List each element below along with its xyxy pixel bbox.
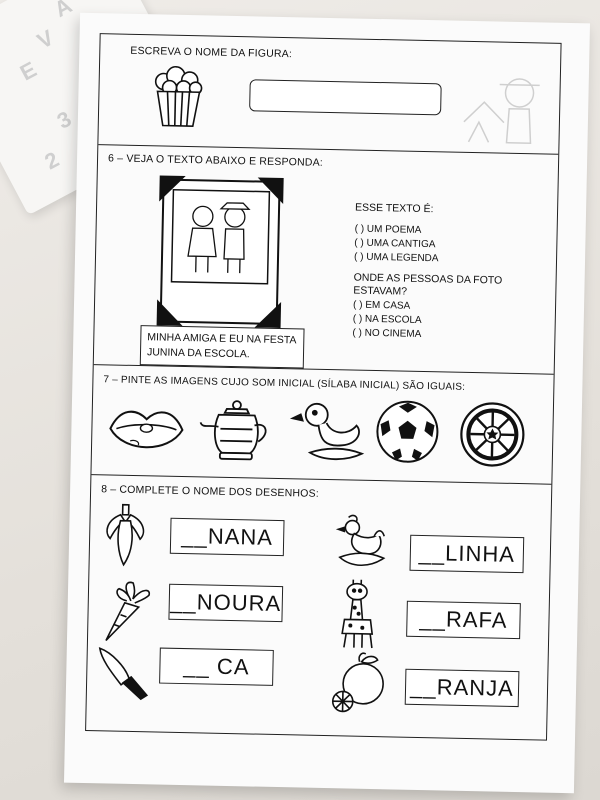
giraffe-icon	[341, 579, 374, 649]
soccer-ball-icon[interactable]	[374, 398, 441, 465]
faint-letter: V	[33, 24, 58, 54]
teapot-icon[interactable]	[199, 398, 273, 463]
word-box-carrot[interactable]: __NOURA	[168, 583, 284, 623]
faint-festival-icon	[463, 78, 540, 144]
word-box-giraffe[interactable]: __RAFA	[406, 600, 521, 640]
q6-option-no-cinema[interactable]: ( ) NO CINEMA	[352, 327, 422, 340]
faint-letter: 3	[52, 105, 76, 134]
q6-option-na-escola[interactable]: ( ) NA ESCOLA	[352, 313, 422, 326]
divider	[91, 474, 552, 485]
q8-title: 8 – COMPLETE O NOME DOS DESENHOS:	[101, 483, 320, 500]
carrot-icon	[105, 581, 151, 641]
lips-icon[interactable]	[106, 402, 187, 458]
caption-line: JUNINA DA ESCOLA.	[146, 346, 250, 361]
q6-question-1: ESSE TEXTO É:	[354, 201, 434, 216]
faint-letter: E	[15, 56, 41, 86]
knife-icon	[98, 647, 149, 701]
worksheet-page: ESCREVA O NOME DA FIGURA: 6 – VEJA O TEX…	[63, 12, 591, 794]
hen-icon	[335, 514, 386, 567]
banana-icon	[106, 503, 145, 567]
q5-title: ESCREVA O NOME DA FIGURA:	[130, 44, 293, 61]
q6-option-legenda[interactable]: ( ) UMA LEGENDA	[353, 251, 439, 265]
word-box-knife[interactable]: __ CA	[159, 647, 274, 686]
faint-letter: 2	[40, 146, 64, 175]
wheel-icon[interactable]	[458, 400, 527, 469]
popcorn-icon	[154, 65, 203, 127]
orange-icon	[331, 652, 384, 713]
q6-title: 6 – VEJA O TEXTO ABAIXO E RESPONDA:	[107, 152, 324, 169]
word-box-orange[interactable]: __RANJA	[404, 668, 520, 708]
q6-question-2b: ESTAVAM?	[353, 284, 408, 298]
q7-title: 7 – PINTE AS IMAGENS CUJO SOM INICIAL (S…	[103, 374, 466, 393]
q6-option-cantiga[interactable]: ( ) UMA CANTIGA	[354, 237, 436, 251]
divider	[93, 364, 554, 375]
q5-answer-box[interactable]	[249, 79, 442, 116]
photo-caption: MINHA AMIGA E EU NA FESTA JUNINA DA ESCO…	[139, 325, 305, 369]
duck-icon[interactable]	[289, 400, 367, 465]
photo-frame-icon	[156, 175, 284, 329]
q6-option-em-casa[interactable]: ( ) EM CASA	[352, 299, 411, 312]
q6-option-poema[interactable]: ( ) UM POEMA	[354, 223, 422, 236]
word-box-banana[interactable]: __NANA	[169, 517, 285, 557]
faint-letter: A	[50, 0, 76, 23]
word-box-hen[interactable]: __LINHA	[409, 534, 525, 574]
worksheet-frame: ESCREVA O NOME DA FIGURA: 6 – VEJA O TEX…	[85, 33, 562, 741]
